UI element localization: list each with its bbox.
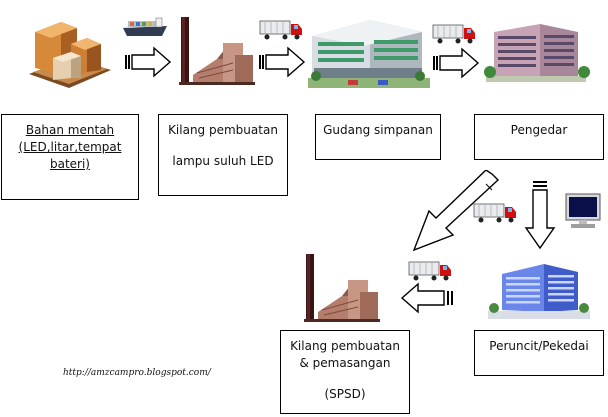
node-bahan-mentah-line-1: Bahan mentah xyxy=(25,123,115,137)
node-kilang-pemasangan-line-2: & pemasangan xyxy=(299,356,391,370)
office-building-icon xyxy=(484,24,590,82)
node-kilang-pemasangan: Kilang pembuatan & pemasangan (SPSD) xyxy=(280,330,410,414)
node-pengedar: Pengedar xyxy=(474,114,604,160)
office-building-icon xyxy=(488,264,590,319)
node-kilang-pemasangan-line-1: Kilang pembuatan xyxy=(290,339,400,353)
truck-icon xyxy=(473,203,516,223)
node-kilang-pemasangan-line-3: (SPSD) xyxy=(324,387,366,401)
node-pengedar-line-1: Pengedar xyxy=(510,123,568,137)
node-bahan-mentah-line-2: (LED,litar,tempat xyxy=(18,140,122,154)
node-kilang-pembuatan-lampu-line-1: Kilang pembuatan xyxy=(168,123,278,137)
arrow-icon xyxy=(125,46,172,78)
node-bahan-mentah: Bahan mentah (LED,litar,tempat bateri) xyxy=(1,114,139,200)
computer-icon xyxy=(565,193,601,228)
factory-icon xyxy=(304,254,380,322)
arrow-icon xyxy=(524,181,556,250)
cargo-ship-icon xyxy=(123,17,167,36)
node-bahan-mentah-line-3: bateri) xyxy=(49,157,90,171)
source-url: http://amzcampro.blogspot.com/ xyxy=(63,368,211,378)
arrow-icon xyxy=(412,170,500,252)
factory-icon xyxy=(179,17,255,85)
arrow-icon xyxy=(400,282,453,314)
warehouse-icon xyxy=(308,20,430,88)
arrow-icon xyxy=(259,46,306,78)
node-peruncit-line-1: Peruncit/Pekedai xyxy=(489,339,589,353)
node-kilang-pembuatan-lampu: Kilang pembuatan lampu suluh LED xyxy=(158,114,288,196)
truck-icon xyxy=(408,261,451,281)
truck-icon xyxy=(432,24,475,44)
arrow-icon xyxy=(433,47,480,79)
node-gudang-simpanan: Gudang simpanan xyxy=(315,114,441,160)
node-kilang-pembuatan-lampu-line-2: lampu suluh LED xyxy=(172,154,274,168)
node-peruncit: Peruncit/Pekedai xyxy=(474,330,604,376)
node-gudang-simpanan-line-1: Gudang simpanan xyxy=(323,123,433,137)
boxes-icon xyxy=(29,22,111,88)
truck-icon xyxy=(259,20,302,40)
